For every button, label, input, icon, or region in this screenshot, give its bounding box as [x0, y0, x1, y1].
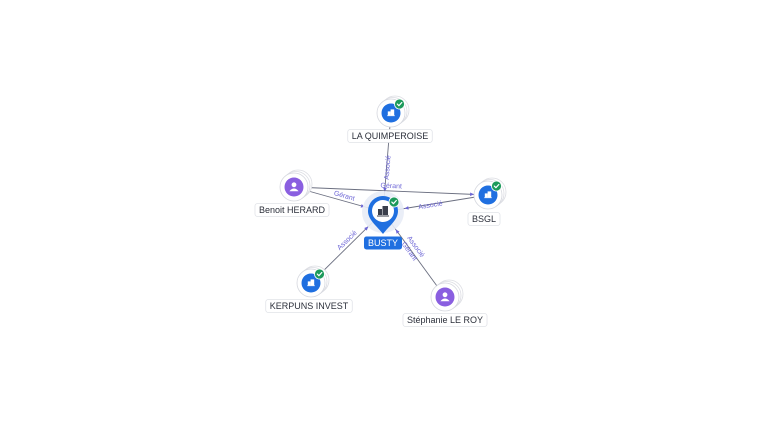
- arrow-icon: [404, 206, 409, 210]
- arrow-icon: [383, 187, 387, 192]
- person-icon: [289, 182, 299, 192]
- building-icon: [377, 206, 389, 217]
- arrow-icon: [395, 229, 400, 234]
- node-label-benoit-text: Benoit HERARD: [259, 205, 326, 215]
- center-node-label-text: BUSTY: [368, 238, 398, 248]
- node-label-stephanie-text: Stéphanie LE ROY: [407, 315, 483, 325]
- node-bsgl[interactable]: BSGL: [467, 177, 507, 226]
- building-icon: [307, 279, 315, 287]
- check-icon: [394, 98, 405, 110]
- edge-benoit-bsgl: Gérant: [293, 183, 489, 197]
- building-icon: [387, 109, 395, 117]
- edge-label: Associé: [336, 230, 358, 252]
- node-label-benoit: Benoit HERARD: [254, 203, 330, 217]
- node-kerpuns[interactable]: KERPUNS INVEST: [265, 265, 353, 313]
- node-laq[interactable]: LA QUIMPEROISE: [347, 95, 433, 143]
- node-label-laq-text: LA QUIMPEROISE: [352, 131, 429, 141]
- node-label-stephanie: Stéphanie LE ROY: [402, 313, 488, 327]
- edge-label: Associé: [418, 200, 443, 211]
- node-benoit[interactable]: Benoit HERARD: [254, 169, 330, 217]
- arrow-icon: [364, 226, 369, 231]
- center-node-label: BUSTY: [363, 236, 403, 250]
- node-label-laq: LA QUIMPEROISE: [347, 129, 433, 143]
- nodes-layer: LA QUIMPEROISE BSGL Benoit HERARD KERPUNS I…: [254, 95, 507, 327]
- node-label-kerpuns: KERPUNS INVEST: [265, 299, 353, 313]
- edge-label: Associé: [384, 155, 393, 180]
- node-label-kerpuns-text: KERPUNS INVEST: [270, 301, 349, 311]
- edge-label: Gérant: [380, 183, 402, 191]
- check-icon: [388, 196, 400, 208]
- check-icon: [491, 180, 502, 192]
- node-stephanie[interactable]: Stéphanie LE ROY: [402, 279, 488, 327]
- center-node[interactable]: BUSTY: [362, 191, 404, 250]
- arrow-icon: [470, 192, 475, 197]
- node-label-bsgl: BSGL: [467, 212, 501, 226]
- person-icon: [440, 292, 450, 302]
- building-icon: [484, 191, 492, 199]
- check-icon: [314, 268, 325, 280]
- node-label-bsgl-text: BSGL: [472, 214, 496, 224]
